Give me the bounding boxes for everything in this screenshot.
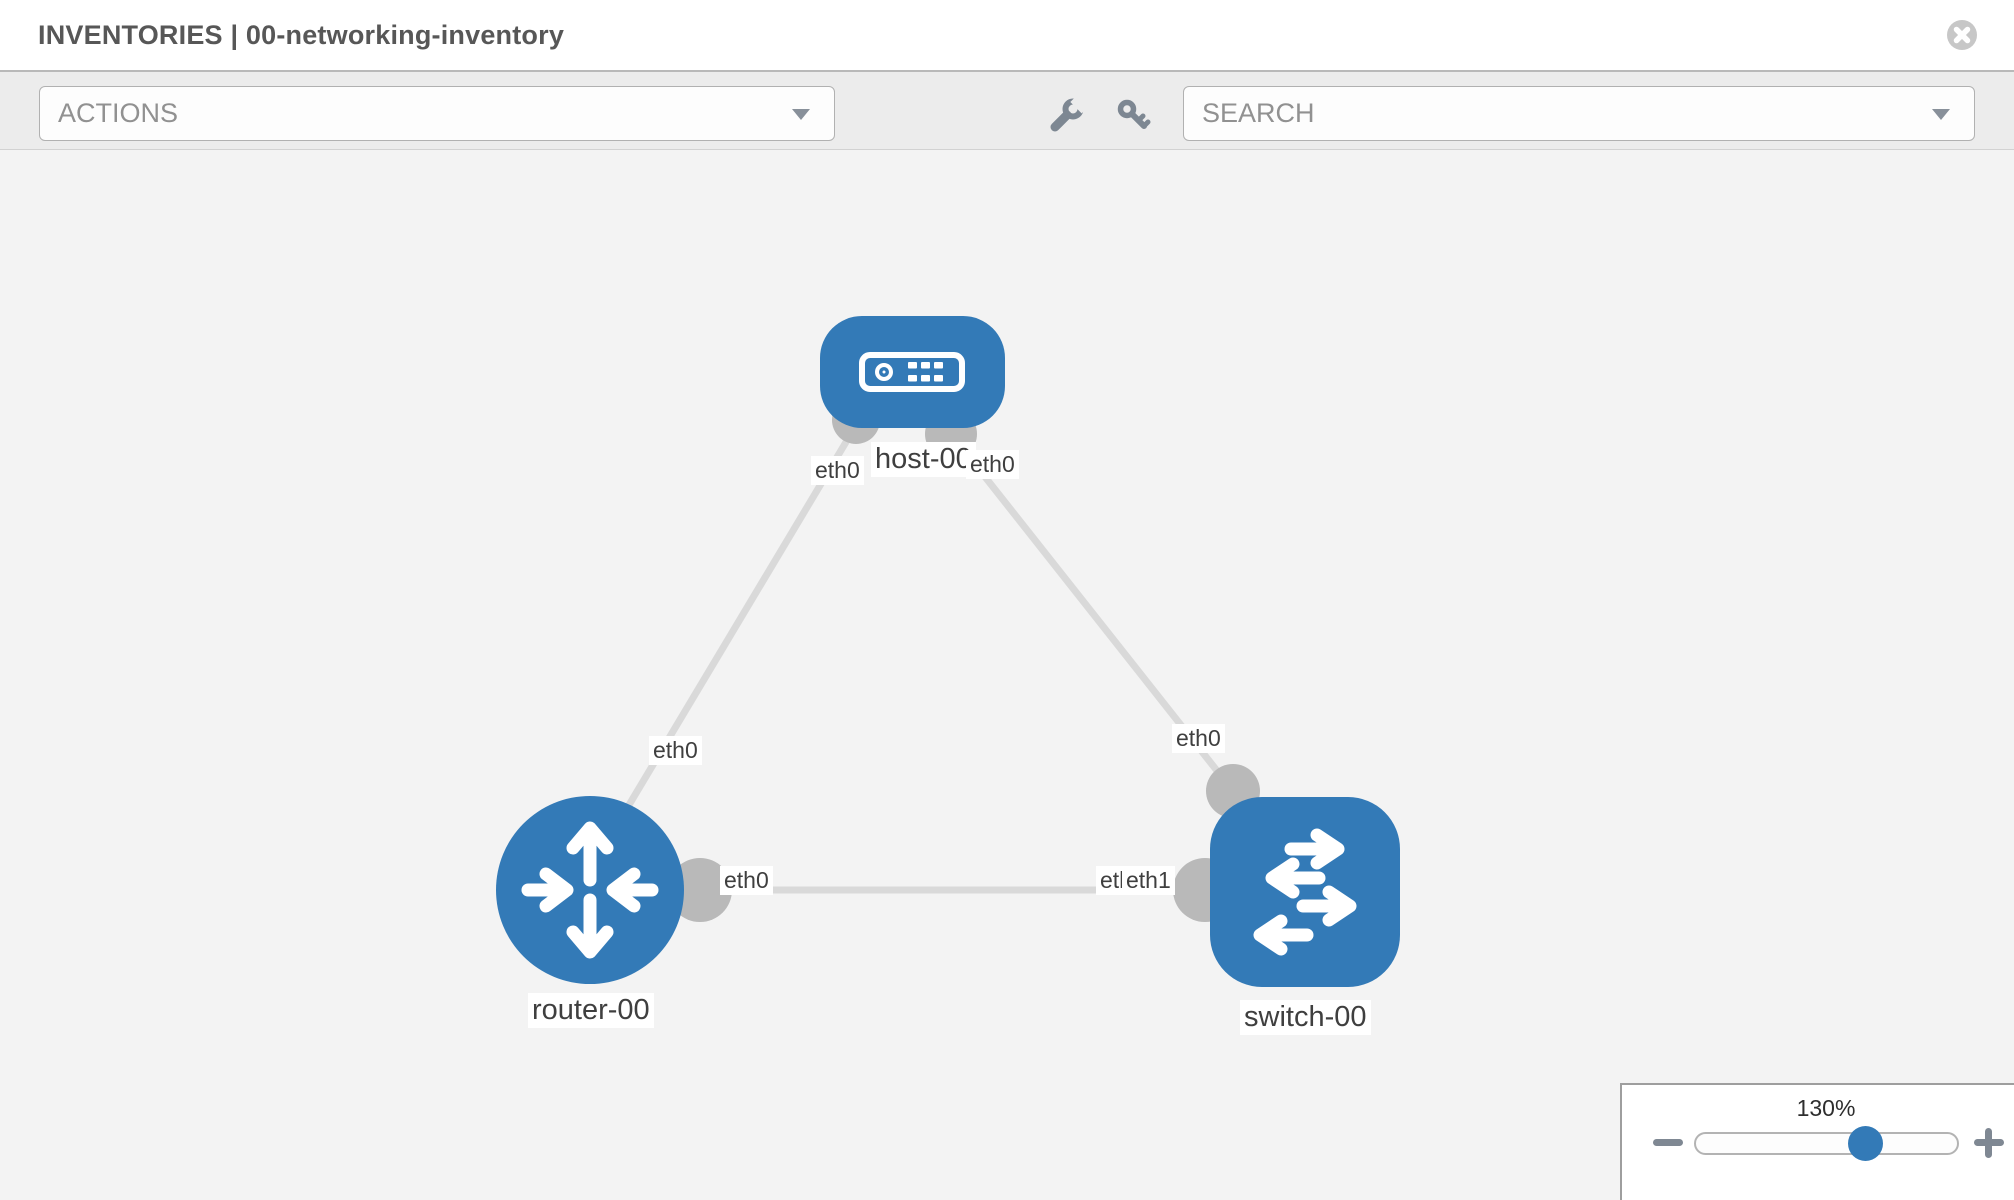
node-host-00[interactable] bbox=[820, 316, 1005, 428]
wrench-icon bbox=[1050, 93, 1091, 132]
close-button[interactable] bbox=[1946, 19, 1978, 51]
page-title: INVENTORIES | 00-networking-inventory bbox=[38, 20, 565, 50]
node-label-host: host-00 bbox=[871, 442, 976, 477]
tools-button[interactable] bbox=[1046, 93, 1091, 136]
close-icon bbox=[1947, 20, 1977, 50]
iface-label-router-to-switch: eth0 bbox=[720, 866, 773, 895]
router-icon bbox=[521, 821, 659, 959]
search-dropdown[interactable]: SEARCH bbox=[1183, 86, 1975, 141]
zoom-control-panel: 130% bbox=[1620, 1083, 2014, 1200]
host-icon bbox=[859, 352, 965, 392]
header-bar: INVENTORIES | 00-networking-inventory bbox=[0, 0, 2014, 72]
actions-dropdown[interactable]: ACTIONS bbox=[39, 86, 835, 141]
zoom-in-button[interactable] bbox=[1974, 1128, 2004, 1158]
chevron-down-icon bbox=[1932, 109, 1950, 120]
iface-label-switch-to-host: eth0 bbox=[1172, 724, 1225, 753]
zoom-out-button[interactable] bbox=[1653, 1139, 1683, 1146]
topology-canvas[interactable]: host-00 router-00 switch-00 eth0 eth0 et… bbox=[0, 150, 2014, 1200]
zoom-slider-track[interactable] bbox=[1694, 1132, 1959, 1155]
toolbar: ACTIONS SEARCH bbox=[0, 72, 2014, 150]
node-label-switch: switch-00 bbox=[1240, 1000, 1371, 1035]
credentials-button[interactable] bbox=[1114, 96, 1154, 136]
switch-icon bbox=[1253, 828, 1357, 956]
topology-graph bbox=[496, 316, 1400, 987]
node-label-router: router-00 bbox=[528, 993, 654, 1028]
iface-label-router-to-host: eth0 bbox=[649, 736, 702, 765]
chevron-down-icon bbox=[792, 109, 810, 120]
iface-label-host-to-router: eth0 bbox=[811, 456, 864, 485]
connector-router-right bbox=[668, 858, 732, 922]
actions-dropdown-label: ACTIONS bbox=[58, 98, 179, 128]
zoom-slider-thumb[interactable] bbox=[1848, 1126, 1883, 1161]
search-dropdown-label: SEARCH bbox=[1202, 98, 1315, 128]
node-router-00[interactable] bbox=[496, 796, 684, 984]
zoom-level-value: 130% bbox=[1796, 1095, 1856, 1121]
key-icon bbox=[1117, 99, 1151, 129]
node-switch-00[interactable] bbox=[1210, 797, 1400, 987]
iface-label-host-to-switch: eth0 bbox=[966, 450, 1019, 479]
iface-label-switch-to-router: eth1 bbox=[1122, 866, 1175, 895]
